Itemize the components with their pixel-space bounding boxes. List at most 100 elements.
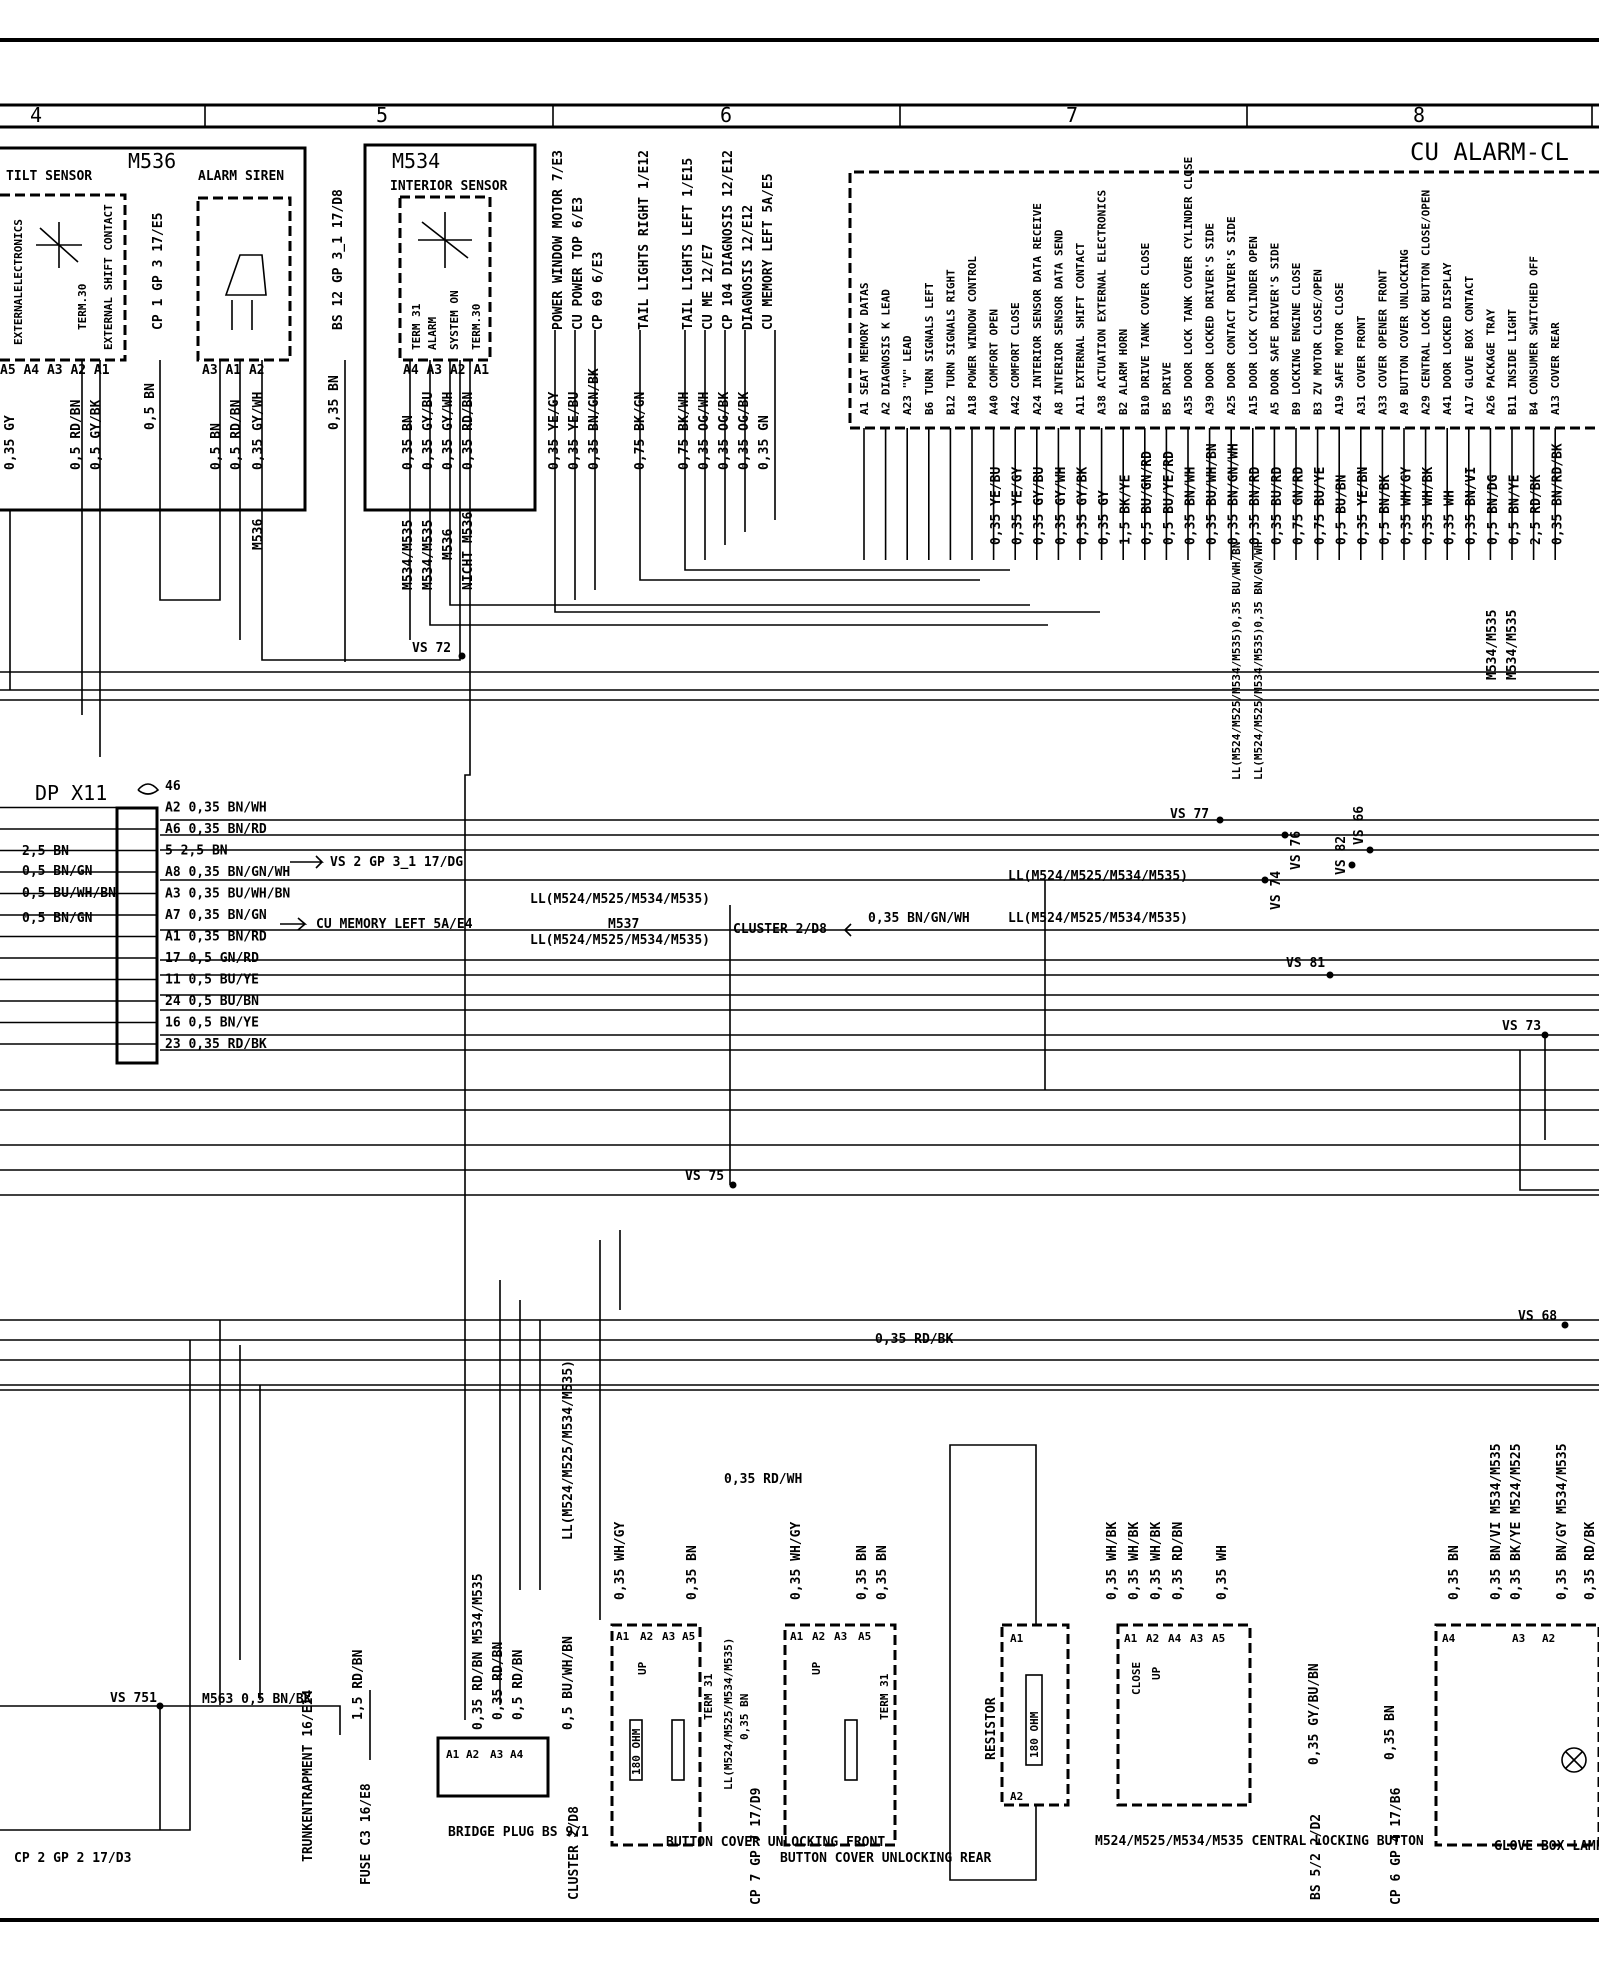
dp-left-wire: 0,5 BN/GN: [22, 911, 93, 926]
wire-label: 0,5 BN: [143, 383, 158, 430]
dp-left-wire: 0,5 BN/GN: [22, 864, 93, 879]
clb-pin: A3: [1190, 1632, 1203, 1645]
wire-label: NICHT M536: [461, 512, 476, 590]
dp-row-label: A7 0,35 BN/GN: [165, 908, 267, 923]
connector-label: CP 1 GP 3 17/E5: [151, 213, 166, 330]
splice-label: VS 74: [1269, 871, 1284, 910]
m534-pin-label: ALARM: [426, 317, 439, 350]
cu-wire-label: 0,35 GY/BU: [1032, 467, 1047, 545]
connector-label: TAIL LIGHTS LEFT 1/E15: [681, 158, 696, 330]
bs5-wire: 0,35 GY/BU/BN: [1307, 1663, 1322, 1765]
cu-wire-label: 0,5 BN/DG: [1486, 474, 1501, 545]
connector-label: TAIL LIGHTS RIGHT 1/E12: [637, 150, 652, 330]
btn-front-pins: A2: [640, 1630, 653, 1643]
bridge-pin: A4: [510, 1748, 524, 1761]
up-label: UP: [1150, 1666, 1163, 1680]
gb-pin: A4: [1442, 1632, 1456, 1645]
bridge-pin: A3: [490, 1748, 503, 1761]
mid-splices: VS 77 VS 76 VS 66 VS 82 VS 74 VS 81 VS 7…: [110, 806, 1569, 1710]
ll-label: LL(M524/M525/M534/M535): [530, 892, 710, 907]
splice-label: VS 75: [685, 1169, 724, 1184]
button-front-name: BUTTON COVER UNLOCKING FRONT: [666, 1835, 885, 1850]
bus-lines: [0, 819, 1599, 1391]
m534-m535-label: M534/M535: [1485, 610, 1500, 680]
btn-rear-pins: A2: [812, 1630, 825, 1643]
cu-alarm-pins: A1 SEAT MEMORY DATAS A2 DIAGNOSIS K LEAD A…: [858, 157, 1562, 560]
bridge-wire: 0,35 RD/BN: [491, 1642, 506, 1720]
cu-wire-label: 2,5 RD/BK: [1529, 474, 1544, 545]
ohm-label: 180 OHM: [1028, 1711, 1041, 1758]
dp-row-label: 11 0,5 BU/YE: [165, 973, 259, 988]
upper-wires: [0, 330, 1599, 1720]
cu-wire-label: 0,35 WH/BK: [1421, 467, 1436, 545]
sensor-symbol: [36, 222, 82, 268]
dp-row-label: A1 0,35 BN/RD: [165, 930, 267, 945]
cu-pin-label: B12 TURN SIGNALS RIGHT: [944, 269, 957, 415]
cu-pin-label: A13 COVER REAR: [1549, 322, 1562, 415]
btn-front-pins: A3: [662, 1630, 675, 1643]
m534-pin-label: SYSTEM ON: [448, 290, 461, 350]
splice-label: VS 76: [1289, 831, 1304, 870]
dp-left-wire: 0,5 BU/WH/BN: [22, 886, 116, 901]
bridge-wire: 0,35 RD/BN M534/M535: [471, 1573, 486, 1730]
column-number: 7: [1066, 103, 1078, 127]
m536-pin-label: EXTERNAL SHIFT CONTACT: [102, 204, 115, 350]
clb-pin: A2: [1146, 1632, 1159, 1645]
cu-wire-label: 0,5 BN/BK: [1378, 474, 1393, 545]
dp-row-label: 5 2,5 BN: [165, 844, 228, 859]
wire-label: 0,35 BN: [1447, 1545, 1462, 1600]
frame: [0, 38, 1599, 1922]
dp-row-label: 17 0,5 GN/RD: [165, 951, 259, 966]
cu-pin-label: A5 DOOR SAFE DRIVER'S SIDE: [1268, 243, 1281, 415]
wire-label: 0,35 BN: [855, 1545, 870, 1600]
dp-left-wire: 2,5 BN: [22, 844, 69, 859]
column-number: 4: [30, 103, 42, 127]
glove-box-box: [1434, 1623, 1599, 1847]
cu-pin-label: A18 POWER WINDOW CONTROL: [966, 256, 979, 415]
clb-pin: A5: [1212, 1632, 1225, 1645]
bridge-pin: A2: [466, 1748, 479, 1761]
cu-wire-label: 0,35 YE/BU: [989, 467, 1004, 545]
m536-code: M536: [128, 149, 176, 173]
cu-pin-label: A1 SEAT MEMORY DATAS: [858, 283, 871, 415]
resistor-pin: A1: [1010, 1632, 1024, 1645]
splice-label: VS 73: [1502, 1019, 1541, 1034]
wire-label: 0,35 BN: [401, 415, 416, 470]
central-locking-name: M524/M525/M534/M535 CENTRAL LOCKING BUTT…: [1095, 1834, 1424, 1849]
cluster-bottom: CLUSTER 2/D8: [567, 1806, 582, 1900]
cp7-label: CP 7 GP 7 17/D9: [749, 1788, 764, 1905]
cu-pin-label: A2 DIAGNOSIS K LEAD: [880, 289, 893, 415]
dp-name: DP X11: [35, 781, 107, 805]
wire-label: M534/M535: [401, 520, 416, 590]
m534-pin-label: TERM 31: [410, 303, 423, 350]
cu-wire-label: 0,35 WH: [1443, 490, 1458, 545]
cu-wire-label: 0,35 WH/GY: [1399, 467, 1414, 545]
cu-wire-label: 0,5 BN/YE: [1507, 475, 1522, 545]
cu-pin-label: B3 ZV MOTOR CLOSE/OPEN: [1312, 269, 1325, 415]
cu-pin-label: A9 BUTTON COVER UNLOCKING: [1398, 249, 1411, 415]
cu-pin-label: B5 DRIVE: [1160, 362, 1173, 415]
wire-label: 0,35 RD/WH: [724, 1472, 802, 1487]
vs2-reference: VS 2 GP 3_1 17/DG: [330, 855, 463, 870]
ll-labels: LL(M524/M525/M534/M535) LL(M524/M525/M53…: [530, 542, 1520, 948]
wire-label: 0,35 BN: [738, 1694, 751, 1740]
btn-rear-pins: A1: [790, 1630, 804, 1643]
wire-label: 0,35 GY/WH: [251, 392, 266, 470]
cp2-label: CP 2 GP 2 17/D3: [14, 1851, 131, 1866]
wire-label: 0,35 GY/WH: [441, 392, 456, 470]
ll-vertical: LL(M524/M525/M534/M535)0,35 BU/WH/BN: [1230, 542, 1243, 780]
cu-pin-label: A15 DOOR LOCK CYLINDER OPEN: [1247, 236, 1260, 415]
cu-wire-label: 0,35 GY: [1097, 490, 1112, 545]
cu-wire-label: 0,35 BU/RD: [1270, 467, 1285, 545]
m537-label: M537: [608, 917, 639, 932]
clb-pin: A4: [1168, 1632, 1182, 1645]
cu-pin-label: A8 INTERIOR SENSOR DATA SEND: [1052, 229, 1065, 415]
m563-label: M563 0,5 BN/BK: [202, 1692, 312, 1707]
bridge-wire: 0,5 RD/BN: [511, 1649, 526, 1720]
gb-pin: A2: [1542, 1632, 1555, 1645]
lower-wires: [0, 880, 1599, 1831]
dp-row-label: 23 0,35 RD/BK: [165, 1037, 267, 1052]
connector-label: CP 69 6/E3: [591, 252, 606, 330]
